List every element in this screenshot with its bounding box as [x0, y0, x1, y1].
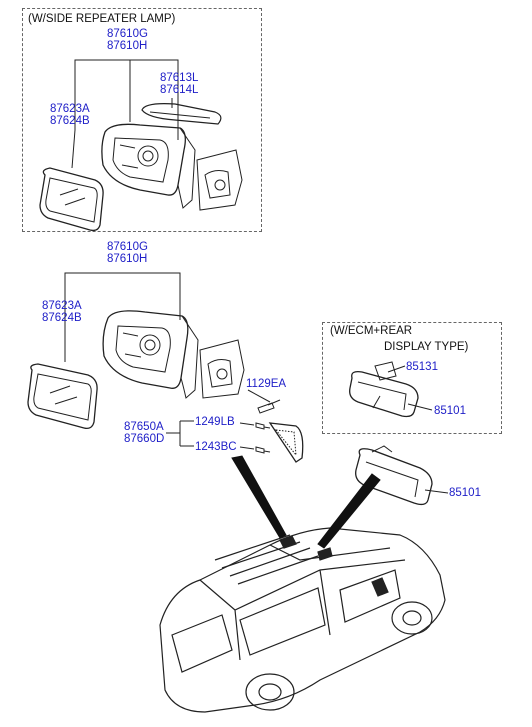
part-number[interactable]: 87650A	[124, 421, 164, 433]
group-title-ecm-line1: (W/ECM+REAR	[330, 325, 413, 337]
mirror-glass-top	[39, 167, 104, 232]
repeater-lamp-top	[141, 103, 222, 125]
ecm-inside-mirror	[349, 370, 419, 418]
inside-cover	[268, 422, 304, 463]
mirror-base-top	[196, 149, 243, 211]
screw-1243bc	[255, 446, 271, 454]
vehicle-outline	[159, 527, 446, 713]
leader-mirror-assy-top	[74, 59, 179, 140]
group-title-ecm-line2: DISPLAY TYPE)	[384, 341, 469, 353]
ecm-group-box	[322, 322, 502, 434]
part-number[interactable]: 87624B	[50, 115, 90, 127]
part-number[interactable]: 1249LB	[195, 416, 235, 428]
part-number[interactable]: 87610H	[107, 40, 148, 52]
mirror-housing-mid	[102, 310, 199, 399]
part-number[interactable]: 87610H	[107, 253, 148, 265]
part-number[interactable]: 87624B	[42, 312, 82, 324]
part-number[interactable]: 1129EA	[246, 378, 287, 390]
part-number[interactable]: 87613L	[160, 72, 199, 84]
screw-1129ea	[257, 399, 281, 414]
leader-85101	[424, 489, 449, 494]
group-title-repeater: (W/SIDE REPEATER LAMP)	[28, 13, 176, 25]
leader-glass-top	[71, 129, 76, 169]
pointer-wedge-right	[317, 473, 381, 549]
leader-85131	[387, 365, 406, 373]
mirror-base-mid	[199, 339, 245, 399]
screw-1249lb	[255, 422, 271, 430]
ecm-bulb-85131	[374, 361, 397, 381]
repeater-lamp-group-box	[22, 8, 262, 232]
pointer-wedge-left	[231, 455, 287, 539]
part-number[interactable]: 85101	[449, 487, 481, 499]
part-number[interactable]: 87610G	[107, 241, 148, 253]
part-number[interactable]: 1243BC	[195, 441, 237, 453]
leader-mirror-assy-mid	[64, 272, 181, 325]
part-number[interactable]: 87614L	[160, 84, 199, 96]
part-number[interactable]: 87660D	[124, 433, 165, 445]
leader-85101-ecm	[407, 403, 433, 411]
part-number[interactable]: 85131	[406, 361, 438, 373]
part-number[interactable]: 87623A	[42, 300, 82, 312]
part-number[interactable]: 85101	[434, 405, 466, 417]
mirror-glass-mid	[27, 363, 98, 430]
part-number[interactable]: 87610G	[107, 28, 148, 40]
inside-mirror-85101	[355, 445, 433, 506]
mirror-housing-top	[101, 123, 196, 209]
part-number[interactable]: 87623A	[50, 103, 90, 115]
